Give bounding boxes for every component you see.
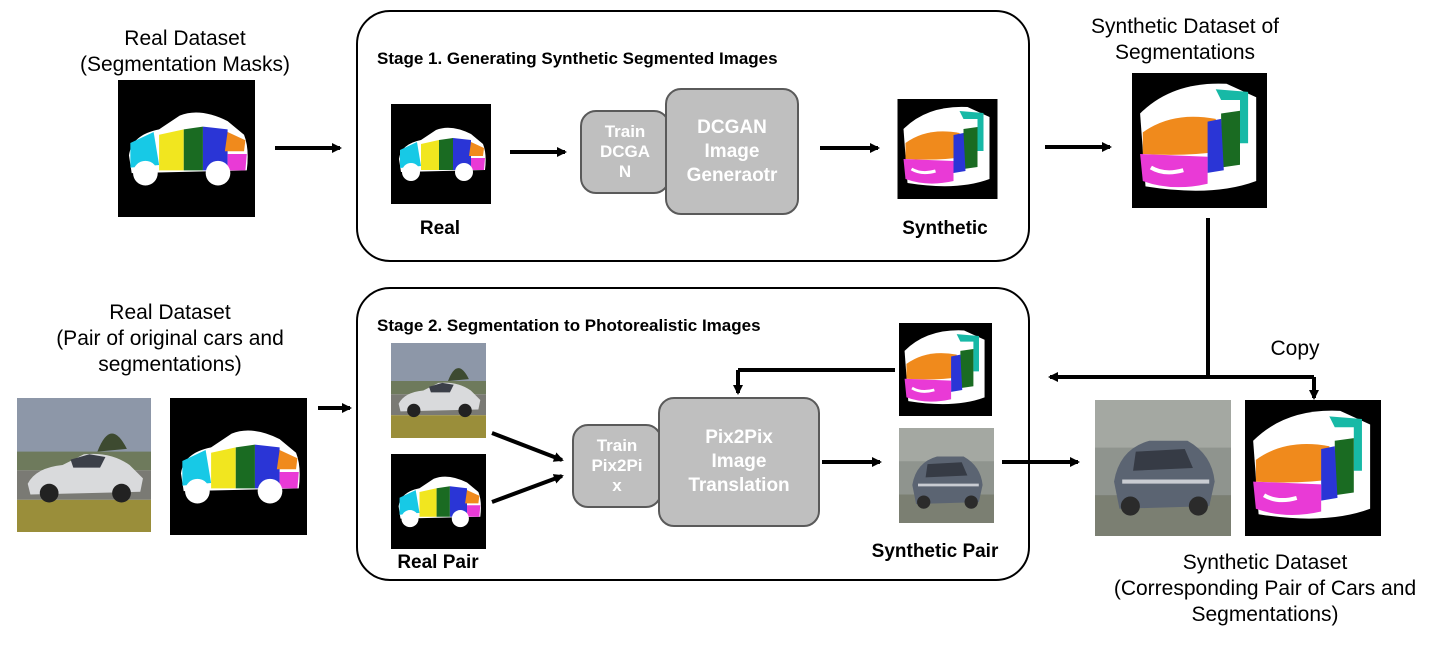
box-line: Pix2Pi (591, 456, 643, 475)
stage2-title: Stage 2. Segmentation to Photorealistic … (377, 316, 761, 335)
synthetic-mask-illustration (1245, 400, 1381, 536)
synthetic-mask-illustration (899, 323, 992, 416)
caption-line: Segmentations (1114, 41, 1256, 64)
synthetic-mask-illustration (897, 99, 998, 199)
stage2-real-mask (391, 454, 486, 549)
real-pair-label: Real Pair (397, 552, 479, 573)
car-mask-illustration (170, 398, 307, 535)
synthetic-label: Synthetic (902, 218, 988, 239)
stage2-synthetic-mask (899, 323, 992, 416)
final-synthetic-photo (1095, 400, 1231, 536)
caption-line: Real Dataset (124, 27, 246, 50)
box-line: N (618, 162, 632, 181)
box-line: DCGA (599, 142, 651, 161)
final-synthetic-mask (1245, 400, 1381, 536)
caption-line: (Pair of original cars and (56, 327, 284, 350)
box-line: Pix2Pix (705, 427, 773, 448)
real-car-photo (15, 398, 153, 532)
pix2pix-translation-box: Pix2Pix Image Translation (658, 397, 820, 527)
car-mask-illustration (391, 104, 491, 204)
real-dataset-pairs-caption: Real Dataset (Pair of original cars and … (30, 300, 310, 378)
stage1-real-image (391, 104, 491, 204)
synthetic-dataset-final-caption: Synthetic Dataset (Corresponding Pair of… (1100, 550, 1430, 628)
real-label: Real (419, 218, 461, 239)
real-dataset-masks-caption: Real Dataset (Segmentation Masks) (60, 26, 310, 78)
synthetic-dataset-seg-caption: Synthetic Dataset of Segmentations (1060, 14, 1310, 66)
stage2-synthetic-photo (899, 428, 994, 523)
synthetic-car-photo-illustration (1095, 400, 1231, 536)
car-mask-illustration (118, 80, 255, 217)
caption-line: (Corresponding Pair of Cars and (1113, 577, 1417, 600)
train-pix2pix-box: Train Pix2Pi x (572, 424, 662, 508)
caption-line: Segmentations) (1191, 603, 1339, 626)
synthetic-pair-label: Synthetic Pair (871, 541, 999, 562)
caption-line: Real Dataset (109, 301, 231, 324)
real-pair-mask-image (170, 398, 307, 535)
car-photo-illustration (17, 398, 151, 532)
train-dcgan-box: Train DCGA N (580, 110, 670, 194)
box-line: Image (711, 451, 767, 472)
synthetic-car-photo-illustration (899, 428, 994, 523)
stage2-real-photo (391, 343, 486, 438)
box-line: Train (604, 122, 646, 141)
dcgan-generator-box: DCGAN Image Generaotr (665, 88, 799, 215)
stage1-title: Stage 1. Generating Synthetic Segmented … (377, 49, 778, 68)
box-line: Generaotr (686, 164, 778, 186)
box-line: Image (704, 140, 760, 162)
caption-line: segmentations) (98, 353, 242, 376)
real-mask-image (118, 80, 255, 217)
car-photo-illustration (391, 343, 486, 438)
box-line: Translation (688, 475, 790, 496)
synthetic-dataset-seg-image (1132, 73, 1267, 208)
box-line: DCGAN (697, 116, 767, 138)
caption-line: Synthetic Dataset (1182, 551, 1348, 574)
box-line: Train (596, 436, 638, 455)
stage1-synthetic-image (897, 99, 998, 199)
car-mask-illustration (391, 454, 486, 549)
copy-label: Copy (1270, 337, 1320, 360)
caption-line: (Segmentation Masks) (79, 53, 291, 76)
box-line: x (612, 476, 622, 495)
caption-line: Synthetic Dataset of (1091, 15, 1279, 38)
synthetic-mask-illustration (1132, 73, 1267, 208)
